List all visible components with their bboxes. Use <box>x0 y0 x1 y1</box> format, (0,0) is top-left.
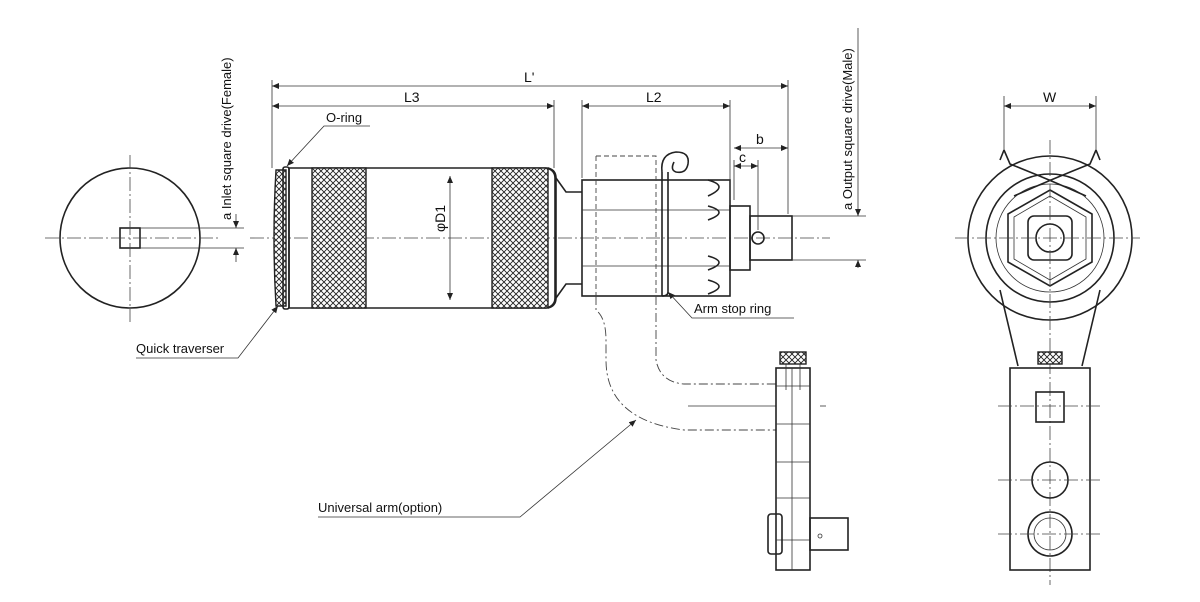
quick-traverser-knurl <box>273 169 287 307</box>
dimension-w: W <box>1043 89 1057 105</box>
knurl-band-left <box>311 167 367 309</box>
knurl-band-right <box>491 167 549 309</box>
dimension-b: b <box>756 131 764 147</box>
arm-stop-ring-label: Arm stop ring <box>694 301 771 316</box>
detent-ball <box>751 231 765 245</box>
dimension-l2: L2 <box>646 89 662 105</box>
arm-stop-ring <box>661 172 669 297</box>
o-ring-label: O-ring <box>326 110 362 125</box>
quick-traverser-label: Quick traverser <box>136 341 225 356</box>
output-end-view: W <box>955 89 1140 585</box>
output-square-drive-label: a Output square drive(Male) <box>840 48 855 210</box>
inlet-square-drive-label: a Inlet square drive(Female) <box>219 57 234 220</box>
dimension-diameter: φD1 <box>432 205 448 232</box>
output-square-drive <box>749 215 793 261</box>
arm-knob <box>779 351 807 365</box>
universal-arm-phantom <box>595 296 849 571</box>
main-side-view: φD1 <box>250 151 830 310</box>
arm-front-body <box>1009 367 1091 571</box>
dimension-l3: L3 <box>404 89 420 105</box>
arm-stop-ring-hook <box>660 151 690 174</box>
arm-body <box>775 367 811 571</box>
arm-front-knob <box>1037 351 1063 365</box>
inlet-end-view: a Inlet square drive(Female) <box>45 57 244 322</box>
dimension-c: c <box>739 149 746 165</box>
stop-ring-wire <box>1003 149 1097 197</box>
dimension-lines: L' L3 L2 b c a Output square drive(Male) <box>271 28 866 268</box>
universal-arm-label: Universal arm(option) <box>318 500 442 515</box>
callouts: O-ring Quick traverser Arm stop ring Uni… <box>136 110 794 518</box>
dimension-overall-length: L' <box>524 69 534 85</box>
